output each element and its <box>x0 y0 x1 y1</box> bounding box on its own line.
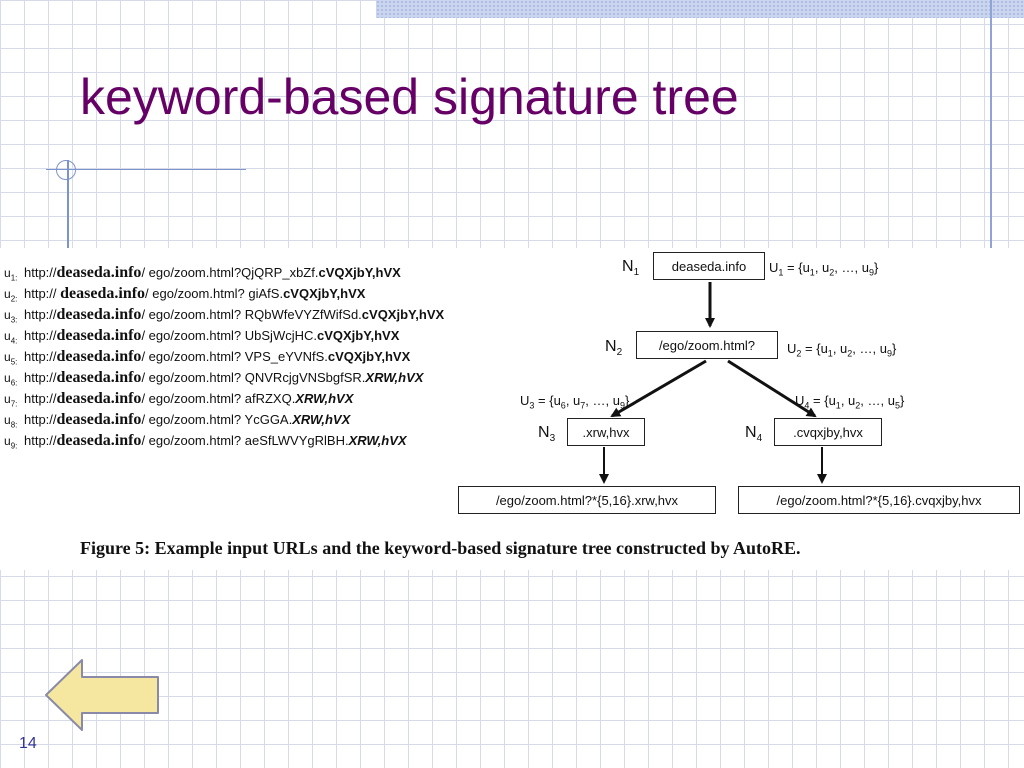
edge-n2-n3 <box>610 359 707 418</box>
url-query: UbSjWcjHC. <box>244 328 317 343</box>
set-label-u2: U2 = {u1, u2, …, u9} <box>787 341 897 359</box>
url-keyword: XRW,hVX <box>348 433 407 448</box>
url-row: u1: http://deaseda.info/ ego/zoom.html?Qj… <box>4 264 401 282</box>
url-query: YcGGA. <box>244 412 293 427</box>
figure-caption: Figure 5: Example input URLs and the key… <box>80 538 801 558</box>
node-n4: .cvqxjby,hvx <box>774 418 882 446</box>
url-query: ?QjQRP_xbZf. <box>233 265 319 280</box>
url-path: / ego/zoom.html <box>141 265 234 280</box>
url-protocol: http:// <box>24 286 61 301</box>
url-path: / ego/zoom.html? <box>141 328 245 343</box>
node-label-n2: N2 <box>605 338 623 359</box>
url-protocol: http:// <box>24 349 57 364</box>
url-host: deaseda.info <box>56 264 142 281</box>
url-path: / ego/zoom.html? <box>141 370 245 385</box>
url-path: / ego/zoom.html? <box>141 433 245 448</box>
url-keyword: XRW,hVX <box>365 370 424 385</box>
url-keyword: XRW,hVX <box>295 391 354 406</box>
url-host: deaseda.info <box>56 348 142 365</box>
node-n2: /ego/zoom.html? <box>636 331 778 359</box>
url-index-label: u5: <box>4 350 18 367</box>
url-row: u7: http://deaseda.info/ ego/zoom.html? a… <box>4 390 353 408</box>
url-row: u2:http:// deaseda.info/ ego/zoom.html? … <box>4 285 365 303</box>
url-host: deaseda.info <box>56 369 142 386</box>
url-path: / ego/zoom.html? <box>141 349 245 364</box>
url-host: deaseda.info <box>56 390 142 407</box>
url-protocol: http:// <box>24 391 57 406</box>
leaf-node-cvqxjby: /ego/zoom.html?*{5,16}.cvqxjby,hvx <box>738 486 1020 514</box>
url-row: u3: http://deaseda.info/ ego/zoom.html? R… <box>4 306 444 324</box>
left-arrow-icon[interactable] <box>44 658 164 732</box>
node-n1: deaseda.info <box>653 252 765 280</box>
url-index-label: u7: <box>4 392 18 409</box>
url-row: u6: http://deaseda.info/ ego/zoom.html? Q… <box>4 369 423 387</box>
url-protocol: http:// <box>24 370 57 385</box>
url-query: aeSfLWVYgRlBH. <box>244 433 349 448</box>
url-path: / ego/zoom.html? <box>141 307 245 322</box>
url-query: giAfS. <box>248 286 284 301</box>
url-keyword: cVQXjbY,hVX <box>327 349 411 364</box>
url-host: deaseda.info <box>56 327 142 344</box>
url-protocol: http:// <box>24 433 57 448</box>
figure-image: u1:http://deaseda.info/ ego/zoom.html?Qj… <box>0 248 1024 570</box>
url-row: u8: http://deaseda.info/ ego/zoom.html? Y… <box>4 411 350 429</box>
slide-title: keyword-based signature tree <box>80 69 739 125</box>
url-host: deaseda.info <box>60 285 146 302</box>
url-query: RQbWfeVYZfWifSd. <box>244 307 362 322</box>
url-index-label: u3: <box>4 308 18 325</box>
url-index-label: u6: <box>4 371 18 388</box>
top-decoration-band <box>376 0 1024 18</box>
url-keyword: XRW,hVX <box>292 412 351 427</box>
url-protocol: http:// <box>24 265 57 280</box>
url-query: afRZXQ. <box>244 391 296 406</box>
title-underline-decoration <box>46 169 246 170</box>
url-index-label: u9: <box>4 434 18 451</box>
url-index-label: u4: <box>4 329 18 346</box>
url-host: deaseda.info <box>56 432 142 449</box>
url-protocol: http:// <box>24 307 57 322</box>
url-host: deaseda.info <box>56 411 142 428</box>
edge-n2-n4 <box>727 359 817 418</box>
url-keyword: cVQXjbY,hVX <box>283 286 366 301</box>
set-label-u3: U3 = {u6, u7, …, u9} <box>520 393 630 411</box>
url-query: VPS_eYVNfS. <box>244 349 328 364</box>
url-index-label: u1: <box>4 266 18 283</box>
node-n3: .xrw,hvx <box>567 418 645 446</box>
right-decoration-line <box>990 0 992 248</box>
url-row: u5: http://deaseda.info/ ego/zoom.html? V… <box>4 348 410 366</box>
url-keyword: cVQXjbY,hVX <box>318 265 401 280</box>
leaf-node-xrw: /ego/zoom.html?*{5,16}.xrw,hvx <box>458 486 716 514</box>
node-label-n3: N3 <box>538 424 556 445</box>
url-path: / ego/zoom.html? <box>141 412 245 427</box>
url-keyword: cVQXjbY,hVX <box>317 328 400 343</box>
url-path: / ego/zoom.html? <box>145 286 249 301</box>
set-label-u1: U1 = {u1, u2, …, u9} <box>769 260 879 278</box>
tree-edges <box>599 282 827 484</box>
url-keyword: cVQXjbY,hVX <box>361 307 445 322</box>
node-label-n1: N1 <box>622 258 640 279</box>
url-row: u4: http://deaseda.info/ ego/zoom.html? U… <box>4 327 399 345</box>
url-host: deaseda.info <box>56 306 142 323</box>
set-label-u4: U4 = {u1, u2, …, u5} <box>795 393 905 411</box>
url-index-label: u2: <box>4 287 18 304</box>
url-row: u9: http://deaseda.info/ ego/zoom.html? a… <box>4 432 407 450</box>
node-label-n4: N4 <box>745 424 763 445</box>
crosshair-circle-decoration <box>56 160 76 180</box>
url-index-label: u8: <box>4 413 18 430</box>
url-protocol: http:// <box>24 328 57 343</box>
left-vertical-decoration <box>67 160 69 248</box>
url-protocol: http:// <box>24 412 57 427</box>
url-query: QNVRcjgVNSbgfSR. <box>244 370 366 385</box>
url-path: / ego/zoom.html? <box>141 391 245 406</box>
page-number: 14 <box>19 735 37 752</box>
